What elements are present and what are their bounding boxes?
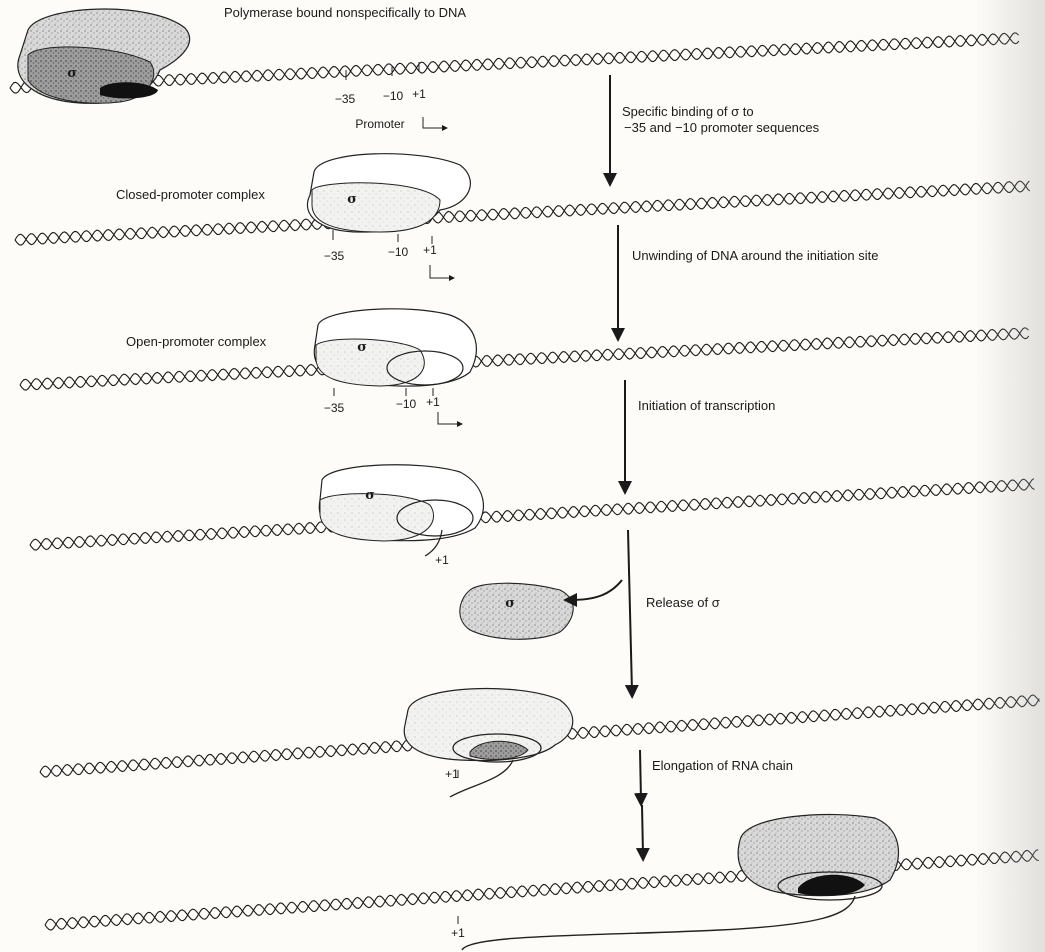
sigma-label-released: σ	[505, 596, 515, 611]
release-arrow	[570, 580, 622, 600]
step-initiation: Initiation of transcription	[638, 398, 775, 414]
dna-helix-stage4-strand-1	[30, 479, 1034, 550]
sigma-label-1: σ	[67, 66, 77, 81]
tick-plus1-s6: +1	[451, 927, 465, 940]
polymerase-stage5	[404, 689, 572, 797]
step-specific-binding-line1: Specific binding of σ to	[622, 104, 754, 120]
tick-minus10-s2: −10	[388, 246, 408, 259]
step-elongation: Elongation of RNA chain	[652, 758, 793, 774]
heading-nonspecific-binding: Polymerase bound nonspecifically to DNA	[224, 5, 466, 20]
tick-minus35-s2: −35	[324, 250, 344, 263]
tick-plus1-s4: +1	[435, 554, 449, 567]
polymerase-stage3	[314, 309, 476, 386]
heading-closed-complex: Closed-promoter complex	[116, 187, 265, 202]
sigma-label-2: σ	[347, 192, 357, 207]
tick-plus1-s1: +1	[412, 88, 426, 101]
promoter-label: Promoter	[355, 118, 404, 131]
sigma-label-4: σ	[365, 488, 375, 503]
flow-arrows	[610, 75, 643, 855]
rna-chain-long	[462, 896, 855, 950]
tick-plus1-s3: +1	[426, 396, 440, 409]
polymerase-stage1	[18, 9, 190, 103]
step-release-sigma: Release of σ	[646, 595, 720, 611]
step-unwinding: Unwinding of DNA around the initiation s…	[632, 248, 878, 264]
dna-helices	[10, 33, 1040, 930]
tick-plus1-s5: +1	[445, 768, 459, 781]
released-sigma	[460, 583, 573, 639]
tick-plus1-s2: +1	[423, 244, 437, 257]
tick-minus10-s1: −10	[383, 90, 403, 103]
heading-open-complex: Open-promoter complex	[126, 334, 266, 349]
sigma-label-3: σ	[357, 340, 367, 355]
tick-minus35-s3: −35	[324, 402, 344, 415]
tick-minus10-s3: −10	[396, 398, 416, 411]
polymerase-stage4	[319, 465, 483, 556]
tick-minus35-s1: −35	[335, 93, 355, 106]
step-specific-binding-line2: −35 and −10 promoter sequences	[624, 120, 819, 136]
rna-chain-short	[450, 760, 513, 797]
